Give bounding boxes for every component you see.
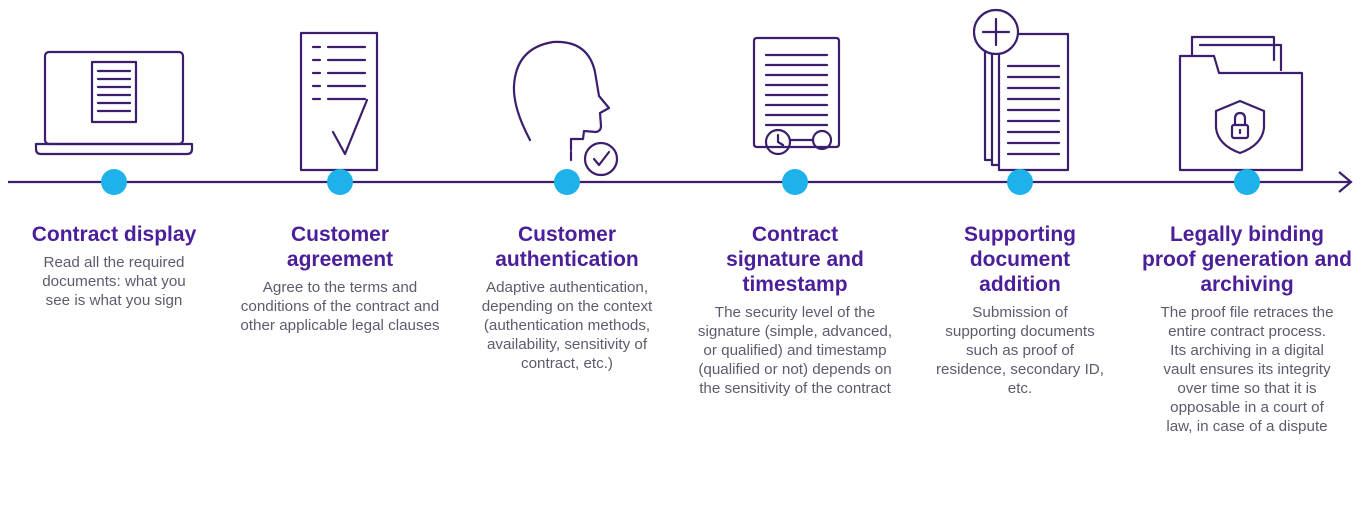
timeline-arrowhead — [1338, 171, 1353, 193]
timeline-dot-proof-generation — [1234, 169, 1260, 195]
step-contract-signature: Contract signature and timestamp The sec… — [683, 222, 907, 398]
step-customer-agreement: Customer agreement Agree to the terms an… — [228, 222, 452, 335]
timeline-dot-contract-signature — [782, 169, 808, 195]
timeline-dot-customer-agreement — [327, 169, 353, 195]
laptop-document-icon — [34, 50, 194, 156]
step-description: The security level of the signature (sim… — [697, 304, 893, 397]
step-customer-authentication: Customer authentication Adaptive authent… — [455, 222, 679, 373]
document-checkmark-icon — [299, 31, 379, 172]
step-description: Adaptive authentication, depending on th… — [481, 279, 653, 372]
step-contract-display: Contract display Read all the required d… — [2, 222, 226, 310]
step-description: The proof file retraces the entire contr… — [1160, 304, 1334, 435]
step-title: Supporting document addition — [964, 223, 1076, 296]
timeline-dot-contract-display — [101, 169, 127, 195]
step-supporting-document: Supporting document addition Submission … — [908, 222, 1132, 398]
folder-shield-lock-icon — [1178, 35, 1304, 172]
step-title: Customer agreement — [286, 223, 394, 271]
step-title: Contract signature and timestamp — [726, 223, 864, 296]
head-checkmark-icon — [512, 40, 619, 177]
document-signature-clock-icon — [752, 36, 841, 156]
step-description: Read all the required documents: what yo… — [42, 254, 186, 309]
timeline-dot-customer-authentication — [554, 169, 580, 195]
step-description: Submission of supporting documents such … — [936, 304, 1104, 397]
step-title: Legally binding proof generation and arc… — [1142, 223, 1352, 296]
stacked-documents-plus-icon — [972, 8, 1070, 172]
step-proof-generation: Legally binding proof generation and arc… — [1135, 222, 1359, 436]
step-description: Agree to the terms and conditions of the… — [240, 279, 440, 334]
step-title: Contract display — [31, 223, 197, 246]
timeline-dot-supporting-document — [1007, 169, 1033, 195]
step-title: Customer authentication — [495, 223, 639, 271]
